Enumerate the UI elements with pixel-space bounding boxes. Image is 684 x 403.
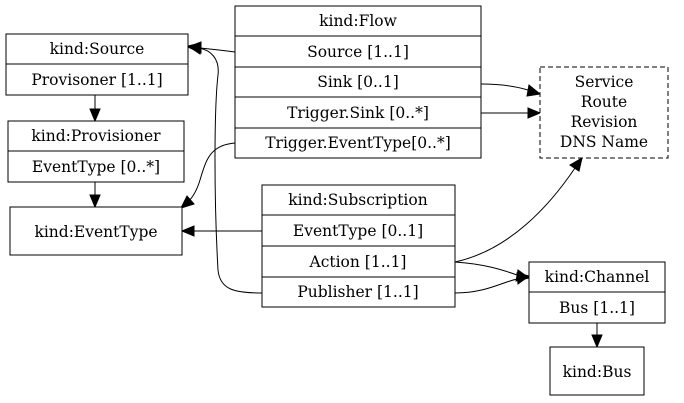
edge-subscription-action-to-service [454, 167, 576, 263]
edge-flow-trigger-eventtype-to-eventtype [187, 142, 236, 203]
node-subscription-field-eventtype: EventType [0..1] [293, 222, 423, 240]
node-eventtype-title: kind:EventType [34, 223, 157, 241]
edge-subscription-eventtype-to-eventtype-arrowhead [180, 225, 195, 237]
edge-subscription-publisher-to-source [198, 47, 263, 294]
node-service-line-service: Service [575, 73, 634, 91]
edge-subscription-publisher-to-channel-arrowhead [516, 272, 531, 285]
node-channel-field: Bus [1..1] [559, 299, 635, 317]
node-provisioner[interactable]: kind:Provisioner EventType [0..*] [7, 120, 185, 183]
node-flow-field-sink: Sink [0..1] [317, 73, 399, 91]
node-subscription-field-publisher: Publisher [1..1] [297, 283, 418, 301]
node-subscription-title: kind:Subscription [288, 191, 427, 209]
edge-subscription-publisher-to-source-arrowhead [186, 42, 202, 55]
node-channel-title: kind:Channel [545, 268, 650, 286]
node-service[interactable]: Service Route Revision DNS Name [539, 66, 669, 159]
edge-flow-sink-to-service [480, 83, 529, 91]
node-source[interactable]: kind:Source Provisoner [1..1] [5, 33, 189, 96]
node-bus[interactable]: kind:Bus [549, 346, 645, 396]
edge-provisioner-to-eventtype-arrowhead [89, 194, 101, 209]
node-source-field: Provisoner [1..1] [31, 71, 162, 89]
edge-flow-sink-to-service-arrowhead [526, 84, 542, 97]
edge-flow-trigger-eventtype-to-eventtype-arrowhead [180, 195, 195, 209]
node-flow-field-trigger-sink: Trigger.Sink [0..*] [287, 104, 429, 122]
node-subscription-field-action: Action [1..1] [309, 253, 407, 271]
edge-subscription-action-to-service-arrowhead [569, 156, 583, 172]
node-eventtype[interactable]: kind:EventType [9, 206, 183, 256]
edge-subscription-action-to-channel [454, 261, 518, 276]
node-subscription[interactable]: kind:Subscription EventType [0..1] Actio… [261, 184, 456, 308]
node-flow-title: kind:Flow [319, 12, 398, 30]
node-bus-title: kind:Bus [563, 363, 632, 381]
node-service-line-dns-name: DNS Name [560, 133, 648, 151]
node-service-line-route: Route [581, 93, 627, 111]
edge-source-to-provisioner-arrowhead [89, 108, 101, 123]
node-provisioner-title: kind:Provisioner [31, 127, 161, 145]
node-channel[interactable]: kind:Channel Bus [1..1] [528, 261, 666, 324]
edges [89, 41, 603, 349]
node-flow[interactable]: kind:Flow Source [1..1] Sink [0..1] Trig… [234, 5, 482, 159]
edge-flow-source-to-source [199, 47, 236, 53]
edge-channel-to-bus-arrowhead [591, 334, 603, 349]
edge-flow-trigger-sink-to-service-arrowhead [527, 107, 542, 119]
node-service-line-revision: Revision [571, 113, 638, 131]
node-flow-field-trigger-eventtype: Trigger.EventType[0..*] [265, 134, 451, 152]
node-flow-field-source: Source [1..1] [307, 43, 409, 61]
edge-subscription-publisher-to-channel [454, 278, 518, 294]
node-source-title: kind:Source [50, 40, 145, 58]
node-provisioner-field: EventType [0..*] [32, 158, 160, 176]
